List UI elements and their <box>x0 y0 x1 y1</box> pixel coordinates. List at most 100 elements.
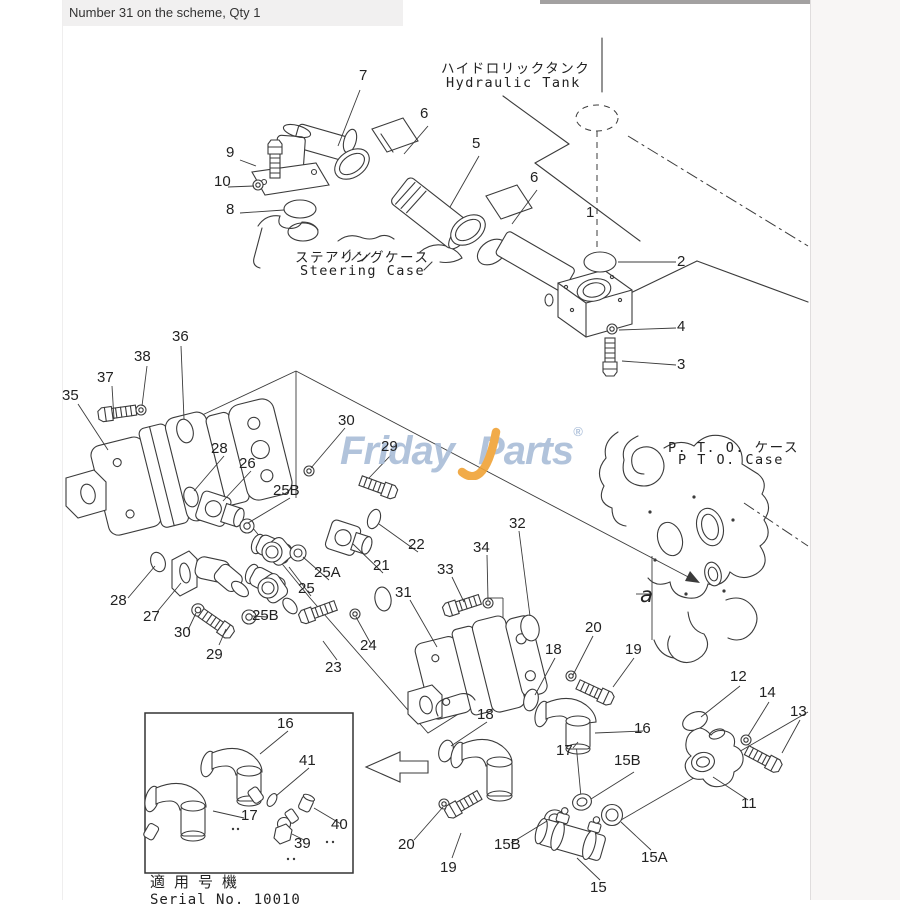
plug-31-side <box>374 586 392 612</box>
part-label-14: 14 <box>759 684 776 701</box>
part-label-18: 18 <box>477 706 494 723</box>
page-left-edge <box>62 0 63 900</box>
part-label-33: 33 <box>437 561 454 578</box>
part-label-18: 18 <box>545 641 562 658</box>
washer-38 <box>135 404 147 416</box>
part-label-25: 25 <box>298 580 315 597</box>
part-label-29: 29 <box>381 438 398 455</box>
steering-case-sketch <box>253 215 463 271</box>
part-label-13: 13 <box>790 703 807 720</box>
part-label-20: 20 <box>585 619 602 636</box>
suction-tube-1 <box>495 231 633 338</box>
part-label-25B: 25B <box>252 607 279 624</box>
part-label-25B: 25B <box>273 482 300 499</box>
bolt-37 <box>96 402 138 423</box>
elbow-18-lower <box>450 738 513 802</box>
part-label-32: 32 <box>509 515 526 532</box>
o-ring-8 <box>283 199 317 219</box>
part-label-30: 30 <box>338 412 355 429</box>
bolt-19b <box>442 788 484 821</box>
elbow-group-bottom <box>435 670 616 802</box>
washer-30a <box>303 465 315 477</box>
part-label-37: 37 <box>97 369 114 386</box>
part-label-40: 40 <box>331 816 348 833</box>
footer-applicable-machines-jp: 適用号機 <box>150 873 247 891</box>
part-label-27: 27 <box>143 608 160 625</box>
washer-10 <box>252 179 264 191</box>
right-side-panel <box>810 0 900 900</box>
part-label-15B: 15B <box>494 836 521 853</box>
part-label-15: 15 <box>590 879 607 896</box>
part-label-8: 8 <box>226 201 235 218</box>
part-label-15A: 15A <box>641 849 668 866</box>
fitting-11-group <box>682 710 785 788</box>
leader-lines <box>77 89 801 881</box>
part-label-9: 9 <box>226 144 235 161</box>
part-label-22: 22 <box>408 536 425 553</box>
inset-elbow-17 <box>143 782 207 842</box>
part-label-38: 38 <box>134 348 151 365</box>
hose-clamp-6b <box>450 184 533 266</box>
pump-assembly-31 <box>407 615 548 725</box>
o-ring-28a <box>183 486 199 508</box>
part-label-7: 7 <box>359 67 368 84</box>
part-label-26: 26 <box>239 455 256 472</box>
part-label-2: 2 <box>677 253 686 270</box>
part-label-30: 30 <box>174 624 191 641</box>
part-label-19: 19 <box>440 859 457 876</box>
part-label-4: 4 <box>677 318 686 335</box>
part-label-6: 6 <box>420 105 429 122</box>
bolt-29a <box>357 473 400 501</box>
bolt-3 <box>602 337 618 377</box>
o-ring-2 <box>583 251 617 273</box>
watermark-swoosh-icon <box>457 427 501 480</box>
pto-case-label-jp: P. T. O. ケース <box>668 440 799 456</box>
watermark-registered: ® <box>573 424 583 439</box>
steering-case-label-en: Steering Case <box>300 263 426 279</box>
clamp-assy-15 <box>534 807 606 861</box>
pto-case-sketch <box>598 431 770 664</box>
part-label-6: 6 <box>530 169 539 186</box>
watermark-word1: Friday <box>340 429 455 473</box>
elbow-assy-25a <box>250 533 307 566</box>
inset-elbow-16 <box>200 747 264 807</box>
hydraulic-tank-label-jp: ハイドロリックタンク <box>441 61 591 77</box>
steering-case-label-jp: ステアリングケース <box>295 250 430 266</box>
part-label-1: 1 <box>586 204 595 221</box>
plug-36 <box>176 418 194 444</box>
bolt-23 <box>296 598 339 626</box>
part-label-20: 20 <box>398 836 415 853</box>
part-label-19: 19 <box>625 641 642 658</box>
elbow-16-17 <box>534 697 597 755</box>
part-label-36: 36 <box>172 328 189 345</box>
bolt-9 <box>267 139 283 179</box>
part-label-23: 23 <box>325 659 342 676</box>
part-label-31: 31 <box>395 584 412 601</box>
part-label-29: 29 <box>206 646 223 663</box>
part-label-16: 16 <box>277 715 294 732</box>
fitting-39 <box>273 808 299 845</box>
part-label-41: 41 <box>299 752 316 769</box>
part-label-24: 24 <box>360 637 377 654</box>
part-label-10: 10 <box>214 173 231 190</box>
part-label-17: 17 <box>241 807 258 824</box>
part-label-5: 5 <box>472 135 481 152</box>
part-label-16: 16 <box>634 720 651 737</box>
caption-text: Number 31 on the scheme, Qty 1 <box>69 5 261 20</box>
elbow-27 <box>171 550 249 598</box>
hose-clamp-6a <box>334 117 419 180</box>
part-label-34: 34 <box>473 539 490 556</box>
bolt-29b <box>196 606 237 641</box>
part-label-15B: 15B <box>614 752 641 769</box>
plug-40 <box>298 793 316 813</box>
hydraulic-tank-label-en: Hydraulic Tank <box>446 75 581 91</box>
inset-detail-box <box>143 712 354 874</box>
part-label-25A: 25A <box>314 564 341 581</box>
part-label-a: a <box>640 583 653 607</box>
pto-case-label-en: P T O. Case <box>678 452 784 468</box>
washer-14 <box>740 734 752 746</box>
plug-32 <box>520 614 540 642</box>
